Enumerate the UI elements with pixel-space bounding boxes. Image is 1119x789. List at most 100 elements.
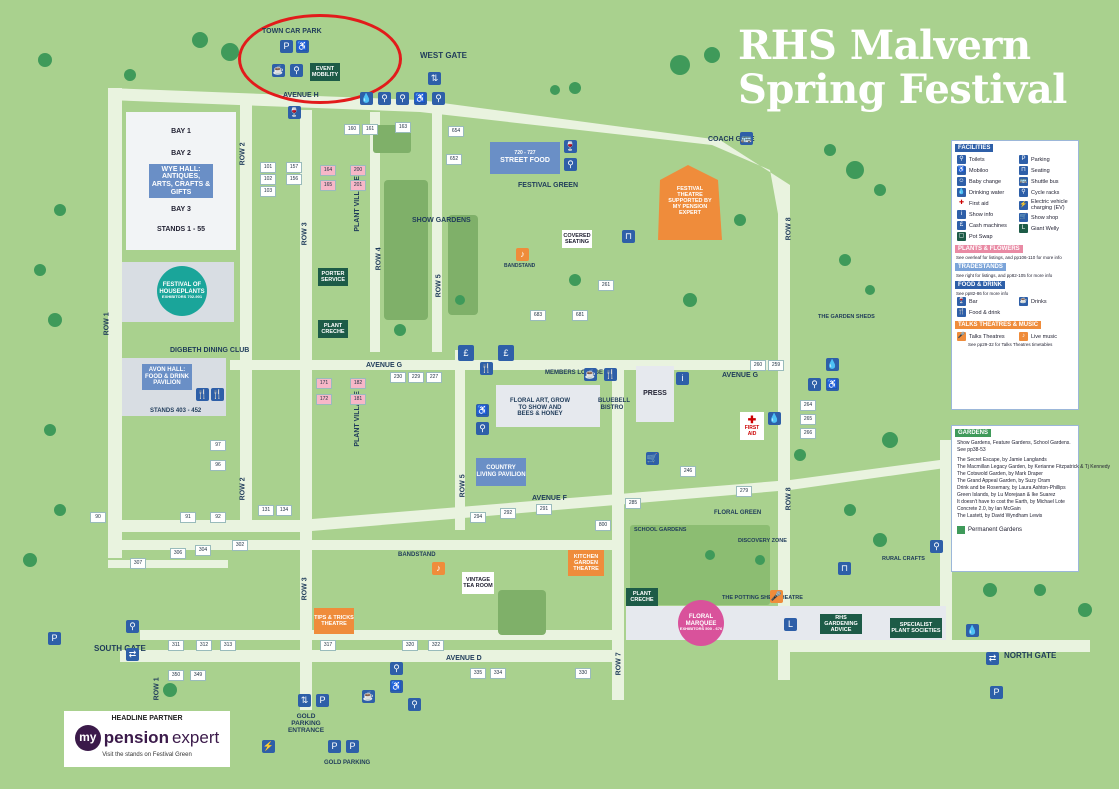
parking-icon[interactable]: P	[990, 686, 1003, 699]
vintage-tea-room[interactable]: VINTAGE TEA ROOM	[462, 572, 494, 594]
potting-shed-theatre[interactable]: THE POTTING SHED THEATRE	[722, 595, 803, 601]
stall[interactable]: 681	[572, 310, 588, 321]
stall[interactable]: 131	[258, 505, 274, 516]
parking-icon[interactable]: P	[346, 740, 359, 753]
toilets-icon[interactable]: ⚲	[432, 92, 445, 105]
stall[interactable]: 259	[768, 360, 784, 371]
plant-creche[interactable]: PLANT CRECHE	[626, 588, 658, 606]
water-icon[interactable]: 💧	[360, 92, 373, 105]
stall[interactable]: 101	[260, 162, 276, 173]
covered-seating[interactable]: COVERED SEATING	[562, 230, 592, 248]
accessible-icon[interactable]: ♿	[390, 680, 403, 693]
ev-charging-icon[interactable]: ⚡	[262, 740, 275, 753]
rural-crafts[interactable]: RURAL CRAFTS	[882, 556, 925, 562]
stall[interactable]: 264	[800, 400, 816, 411]
stall[interactable]: 229	[408, 372, 424, 383]
talks-theatre-icon[interactable]: 🎤	[770, 590, 783, 603]
stall[interactable]: 322	[428, 640, 444, 651]
stall[interactable]: 311	[168, 640, 184, 651]
water-icon[interactable]: 💧	[768, 412, 781, 425]
stall[interactable]: 200	[350, 165, 366, 176]
avon-hall[interactable]: AVON HALL: FOOD & DRINK PAVILION	[142, 364, 192, 390]
cash-machine-icon[interactable]: £	[458, 345, 474, 361]
stall[interactable]: 160	[344, 124, 360, 135]
stall[interactable]: 302	[232, 540, 248, 551]
stall[interactable]: 306	[170, 548, 186, 559]
stall[interactable]: 261	[598, 280, 614, 291]
stall[interactable]: 157	[286, 162, 302, 173]
stall[interactable]: 246	[680, 466, 696, 477]
stall[interactable]: 800	[595, 520, 611, 531]
school-gardens[interactable]: SCHOOL GARDENS	[634, 527, 687, 533]
parking-icon[interactable]: P	[48, 632, 61, 645]
toilets-icon[interactable]: ⚲	[390, 662, 403, 675]
stall[interactable]: 201	[350, 180, 366, 191]
parking-icon[interactable]: P	[316, 694, 329, 707]
accessible-icon[interactable]: ♿	[414, 92, 427, 105]
stall[interactable]: 330	[575, 668, 591, 679]
stall[interactable]: 291	[536, 504, 552, 515]
seating-icon[interactable]: ⊓	[622, 230, 635, 243]
food-icon[interactable]: 🍴	[196, 388, 209, 401]
porter-service[interactable]: PORTER SERVICE	[318, 268, 348, 286]
stall[interactable]: 260	[750, 360, 766, 371]
garden-sheds[interactable]: THE GARDEN SHEDS	[818, 314, 875, 320]
toilets-icon[interactable]: ⚲	[408, 698, 421, 711]
stall[interactable]: 683	[530, 310, 546, 321]
toilets-icon[interactable]: ⚲	[396, 92, 409, 105]
stall[interactable]: 164	[320, 165, 336, 176]
stall[interactable]: 335	[470, 668, 486, 679]
live-music-icon[interactable]: ♪	[432, 562, 445, 575]
stall[interactable]: 265	[800, 414, 816, 425]
toilets-icon[interactable]: ⚲	[808, 378, 821, 391]
show-info-icon[interactable]: i	[676, 372, 689, 385]
drinks-icon[interactable]: ☕	[584, 368, 597, 381]
stall[interactable]: 165	[320, 180, 336, 191]
stall[interactable]: 294	[470, 512, 486, 523]
discovery-zone[interactable]: DISCOVERY ZONE	[738, 538, 787, 544]
toilets-icon[interactable]: ⚲	[930, 540, 943, 553]
rhs-gardening-advice[interactable]: RHS GARDENING ADVICE	[820, 614, 862, 634]
food-icon[interactable]: 🍴	[604, 368, 617, 381]
accessible-icon[interactable]: ♿	[476, 404, 489, 417]
street-food[interactable]: 720 - 727 STREET FOOD	[490, 142, 560, 174]
stall[interactable]: 292	[500, 508, 516, 519]
stall[interactable]: 285	[625, 498, 641, 509]
stall[interactable]: 182	[350, 378, 366, 389]
parking-icon[interactable]: P	[280, 40, 293, 53]
stall[interactable]: 90	[90, 512, 106, 523]
specialist-plant-societies[interactable]: SPECIALIST PLANT SOCIETIES	[890, 618, 942, 638]
stall[interactable]: 317	[320, 640, 336, 651]
accessible-icon[interactable]: ♿	[826, 378, 839, 391]
stall[interactable]: 163	[395, 122, 411, 133]
stall[interactable]: 349	[190, 670, 206, 681]
stall[interactable]: 97	[210, 440, 226, 451]
toilets-icon[interactable]: ⚲	[564, 158, 577, 171]
cafe-icon[interactable]: ☕	[362, 690, 375, 703]
event-mobility[interactable]: EVENT MOBILITY	[310, 63, 340, 81]
bar-icon[interactable]: 🍷	[288, 106, 301, 119]
tips-tricks-theatre[interactable]: TIPS & TRICKS THEATRE	[314, 608, 354, 634]
stall[interactable]: 334	[490, 668, 506, 679]
giant-welly-icon[interactable]: L	[784, 618, 797, 631]
stall[interactable]: 304	[195, 545, 211, 556]
stall[interactable]: 312	[196, 640, 212, 651]
cafe-icon[interactable]: ☕	[272, 64, 285, 77]
stall[interactable]: 230	[390, 372, 406, 383]
festival-of-houseplants[interactable]: FESTIVAL OF HOUSEPLANTS EXHIBITORS 702-9…	[157, 266, 207, 316]
stall[interactable]: 181	[350, 394, 366, 405]
stall[interactable]: 227	[426, 372, 442, 383]
toilets-icon[interactable]: ⚲	[476, 422, 489, 435]
stall[interactable]: 156	[286, 174, 302, 185]
shuttle-bus-icon[interactable]: 🚌	[740, 132, 753, 145]
toilets-icon[interactable]: ⚲	[290, 64, 303, 77]
live-music-icon[interactable]: ♪	[516, 248, 529, 261]
wye-hall[interactable]: BAY 1 BAY 2 WYE HALL: ANTIQUES, ARTS, CR…	[126, 112, 236, 250]
show-shop-icon[interactable]: 🛒	[646, 452, 659, 465]
stall[interactable]: 96	[210, 460, 226, 471]
accessible-icon[interactable]: ♿	[296, 40, 309, 53]
food-icon[interactable]: 🍴	[480, 362, 493, 375]
floral-art[interactable]: FLORAL ART, GROW TO SHOW AND BEES & HONE…	[510, 398, 570, 418]
stall[interactable]: 92	[210, 512, 226, 523]
stall[interactable]: 279	[736, 486, 752, 497]
